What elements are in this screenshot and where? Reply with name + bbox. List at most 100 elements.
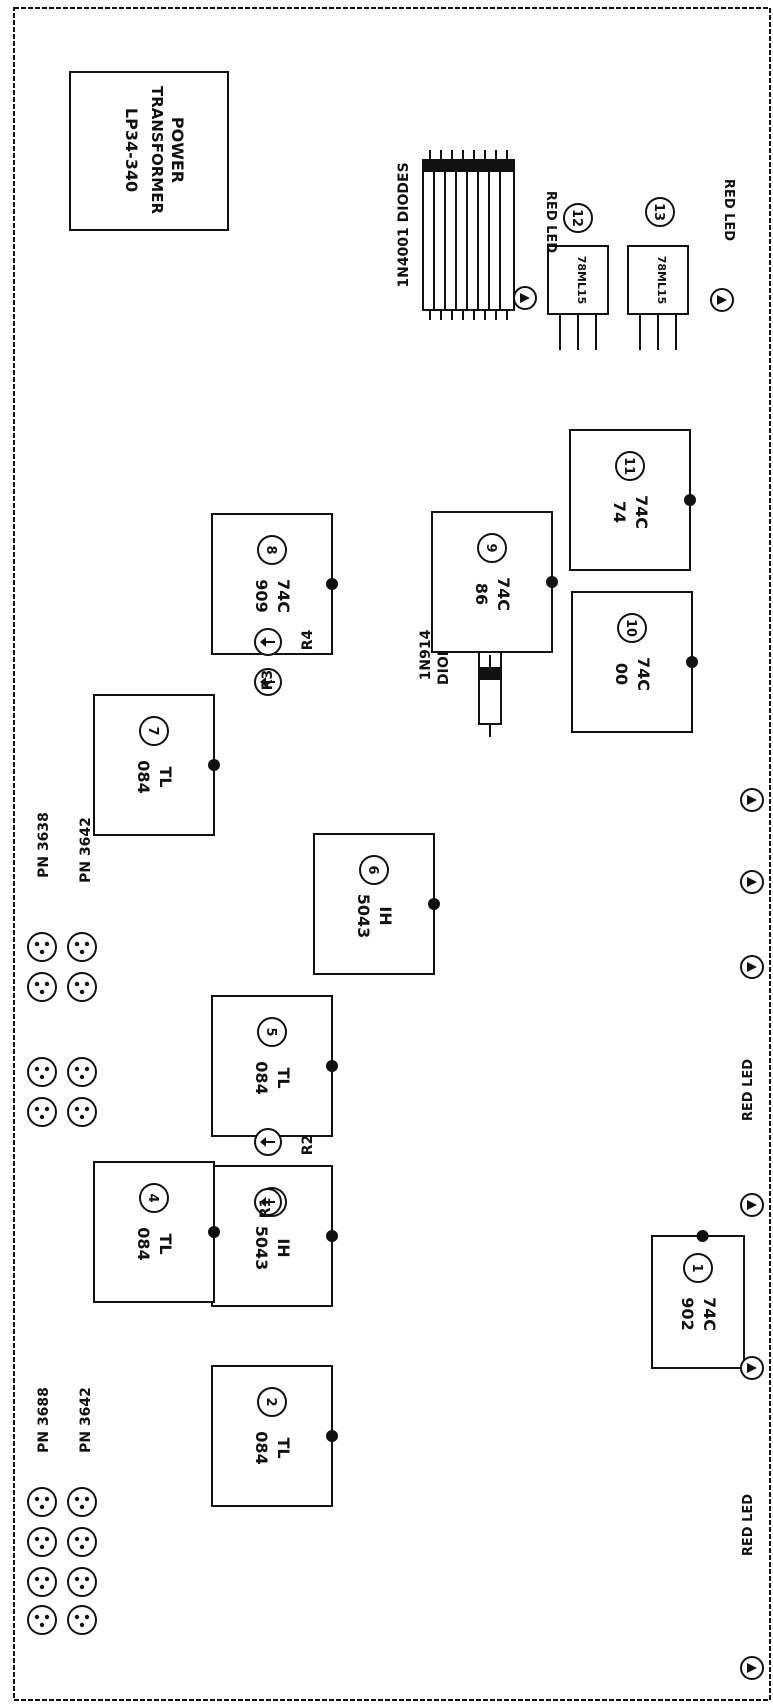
led-symbol (520, 293, 530, 303)
transistor-lead-dot (44, 941, 50, 947)
ic-number: 11 (621, 457, 636, 475)
transistor-lead-dot (79, 1584, 85, 1590)
ic-part-line2: 084 (252, 1431, 271, 1464)
transformer-part: LP34-340 (122, 108, 141, 192)
ic-number: 9 (483, 543, 498, 552)
ic-number-circle (139, 716, 169, 746)
red-led-label-bottom: RED LED (741, 1494, 756, 1556)
ic-part-line2: 084 (134, 760, 153, 793)
red-led-label-13: RED LED (721, 179, 736, 241)
ic-part-line2: 86 (472, 583, 491, 605)
transistor-lead-dot (74, 1614, 80, 1620)
transistor-lead-dot (34, 1536, 40, 1542)
transistor-outline (27, 1527, 57, 1557)
transistor-pad (67, 1567, 97, 1597)
transistor-lead-dot (79, 1504, 85, 1510)
transistor-lead-dot (39, 1504, 45, 1510)
transistor-lead-dot (39, 1544, 45, 1550)
transistor-lead-dot (44, 1066, 50, 1072)
transistor-outline (67, 1605, 97, 1635)
transistor-outline (27, 1567, 57, 1597)
ic-part-line1: IH (274, 1238, 293, 1257)
red-led-label-middle: RED LED (741, 1059, 756, 1121)
transistor-pad (27, 932, 57, 962)
transistor-lead-dot (39, 989, 45, 995)
pin1-marker (684, 494, 696, 506)
transistor-lead-dot (44, 981, 50, 987)
ic-number-circle (617, 613, 647, 643)
transistor-lead-dot (84, 1536, 90, 1542)
pin1-marker (326, 1230, 338, 1242)
transistor-lead-dot (44, 1536, 50, 1542)
rect-diodes (422, 150, 515, 320)
ic-number-circle (257, 1387, 287, 1417)
pin1-marker (686, 656, 698, 668)
ic-number: 4 (145, 1193, 160, 1202)
transistor-lead-dot (34, 1066, 40, 1072)
transistor-pad (27, 1097, 57, 1127)
transistor-pad (27, 972, 57, 1002)
transistor-label-pn3638: PN 3638 (36, 812, 52, 878)
led-symbol (747, 1663, 757, 1673)
regulator-12-number-circle (563, 203, 593, 233)
diode-body (499, 159, 515, 311)
trimmer-r2 (254, 1128, 282, 1156)
ic-part-line2: 5043 (354, 894, 373, 939)
ic-part-line1: TL (274, 1437, 293, 1458)
diode-1n914-bottom (478, 655, 502, 737)
led-symbol (747, 962, 757, 972)
ic-part-line1: 74C (494, 577, 513, 611)
trimmer-arrow (260, 677, 266, 687)
regulator-13-number: 13 (651, 203, 666, 221)
transistor-lead-dot (34, 1614, 40, 1620)
transistor-outline (67, 1097, 97, 1127)
transistor-pad (67, 1057, 97, 1087)
trimmer-r1 (254, 1188, 282, 1216)
transistor-lead-dot (44, 1496, 50, 1502)
transistor-pad (67, 1487, 97, 1517)
transistor-lead-dot (84, 1496, 90, 1502)
transistor-lead-dot (34, 981, 40, 987)
transistor-lead-dot (79, 1114, 85, 1120)
transistor-lead-dot (74, 1496, 80, 1502)
ic-number-circle (257, 535, 287, 565)
pin1-marker (696, 1230, 709, 1242)
transistor-lead-dot (39, 949, 45, 955)
transistor-pad (67, 972, 97, 1002)
transistor-outline (67, 972, 97, 1002)
trimmer-label-r3: R3 (260, 670, 276, 691)
transistor-lead-dot (34, 1496, 40, 1502)
led-symbol (747, 1363, 757, 1373)
pin1-marker (326, 1430, 338, 1442)
transistor-pad (27, 1057, 57, 1087)
transistor-lead-dot (74, 1106, 80, 1112)
ic-part-line1: 74C (274, 579, 293, 613)
ic-number: 1 (689, 1263, 704, 1272)
transistor-lead-dot (84, 981, 90, 987)
ic-part-line2: 084 (134, 1227, 153, 1260)
ic-part-line1: TL (156, 1233, 175, 1254)
red-led (740, 1193, 764, 1217)
transistor-outline (27, 1487, 57, 1517)
transistor-lead-dot (74, 981, 80, 987)
ic-part-line1: IH (376, 906, 395, 925)
ic-number: 2 (263, 1397, 278, 1406)
ic-number: 6 (365, 865, 380, 874)
transistor-lead-dot (79, 1074, 85, 1080)
trimmer-arrow (260, 637, 266, 647)
regulator-13-part: 78ML15 (655, 256, 668, 305)
transistor-outline (27, 1605, 57, 1635)
transistor-pad (67, 1097, 97, 1127)
ic-part-line2: 00 (612, 663, 631, 685)
transistor-lead-dot (74, 1576, 80, 1582)
transistor-lead-dot (74, 1536, 80, 1542)
ic-part-line2: 902 (678, 1297, 697, 1330)
